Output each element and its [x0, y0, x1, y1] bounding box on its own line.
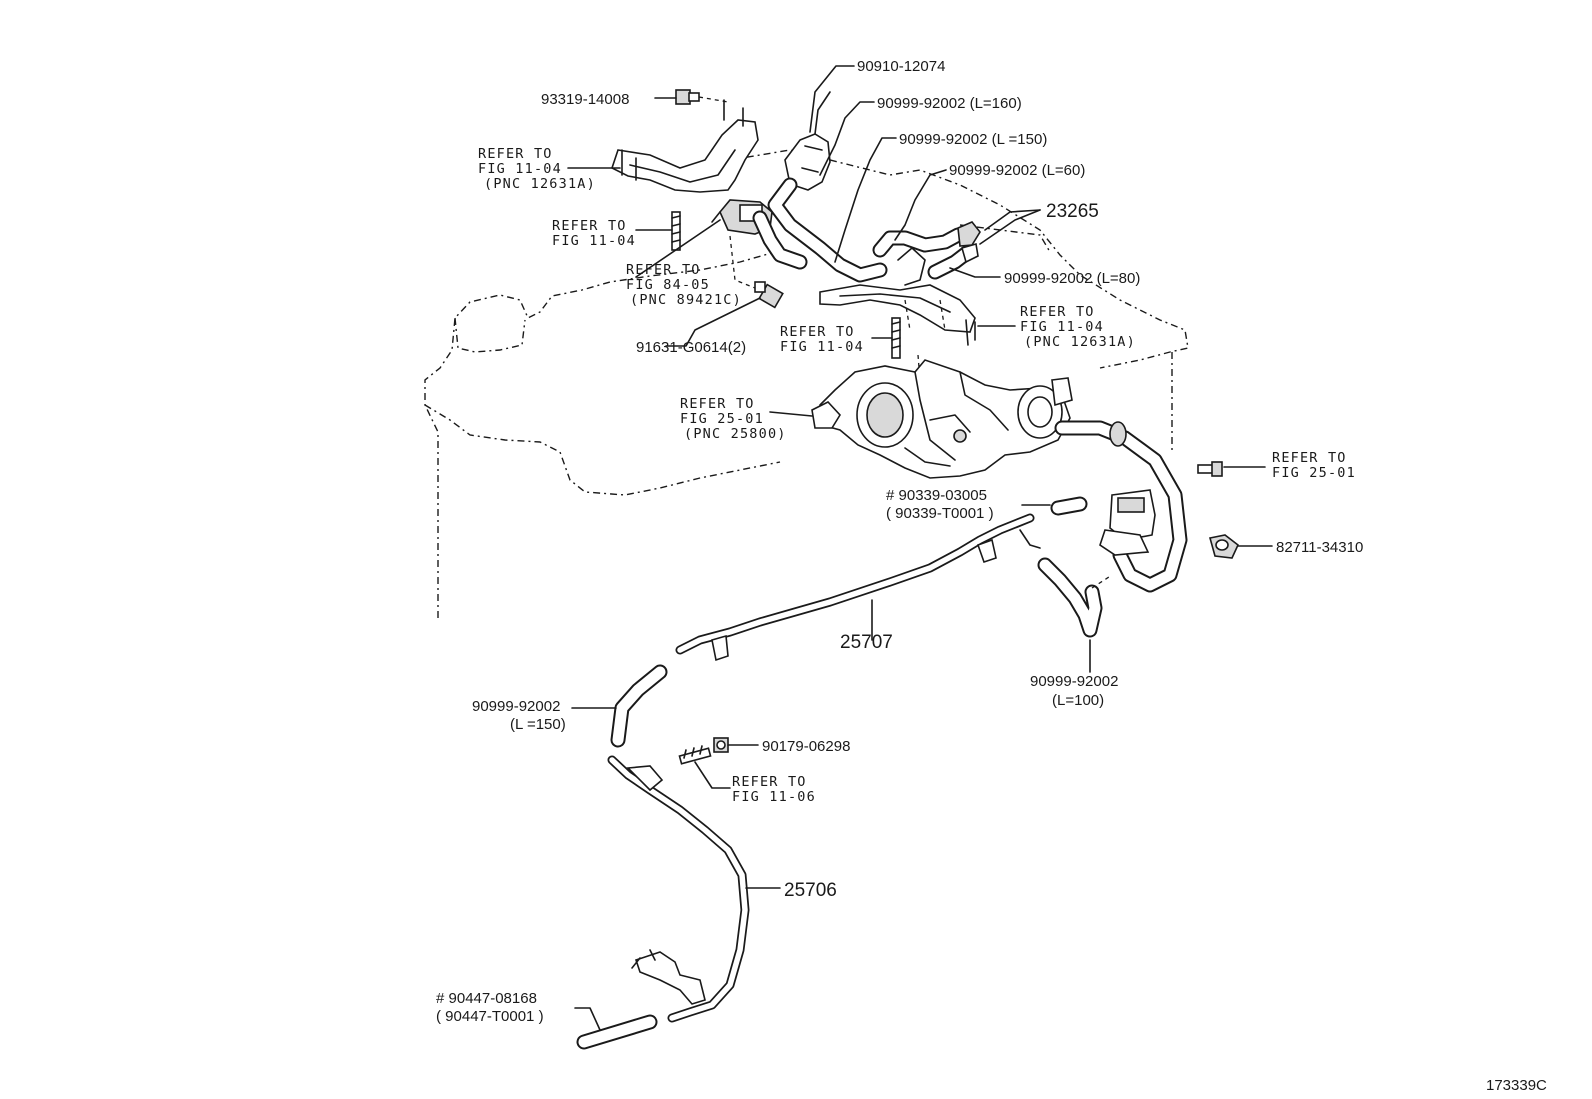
hose-l100[interactable]	[1037, 557, 1103, 638]
label-90447-a[interactable]: # 90447-08168	[436, 990, 537, 1007]
stud-fig-11-04b-icon[interactable]	[891, 317, 901, 359]
bolt-91631-icon[interactable]	[754, 281, 784, 309]
label-hose-l150-lower-b[interactable]: (L =150)	[510, 716, 566, 733]
label-hose-l60[interactable]: 90999-92002 (L=60)	[949, 162, 1085, 179]
upper-bracket-left[interactable]	[611, 99, 759, 193]
label-82711[interactable]: 82711-34310	[1276, 539, 1363, 556]
label-23265[interactable]: 23265	[1046, 201, 1099, 222]
diagram-id: 173339C	[1486, 1077, 1547, 1094]
label-90910[interactable]: 90910-12074	[857, 58, 945, 75]
labels: 93319-14008 90910-12074 90999-92002 (L=1…	[436, 58, 1547, 1094]
clamp-82711-icon[interactable]	[1208, 534, 1239, 559]
vsv-lower[interactable]	[1099, 489, 1156, 556]
label-25706[interactable]: 25706	[784, 880, 837, 901]
pipe-25707[interactable]	[675, 513, 1041, 662]
stud-fig-11-06-icon[interactable]	[678, 745, 712, 765]
nut-90179-icon[interactable]	[713, 737, 729, 753]
refer-fig-11-04-c[interactable]: REFER TO FIG 11-04	[780, 324, 864, 355]
actuator-hose[interactable]	[1054, 420, 1188, 593]
hose-l60[interactable]	[872, 227, 966, 258]
bolt-fig-25-01-icon[interactable]	[1197, 461, 1223, 477]
hose-l150-lower[interactable]	[610, 664, 668, 748]
hose-90447[interactable]	[576, 1014, 658, 1050]
label-hose-l100-a[interactable]: 90999-92002	[1030, 673, 1118, 690]
label-25707[interactable]: 25707	[840, 632, 893, 653]
label-90339-b[interactable]: ( 90339-T0001 )	[886, 505, 994, 522]
label-hose-l80[interactable]: 90999-92002 (L=80)	[1004, 270, 1140, 287]
label-hose-l150-lower-a[interactable]: 90999-92002	[472, 698, 560, 715]
upper-bracket-right[interactable]	[819, 247, 976, 346]
vsv-90910[interactable]	[784, 91, 831, 191]
label-hose-l100-b[interactable]: (L=100)	[1052, 692, 1104, 709]
label-90179[interactable]: 90179-06298	[762, 738, 850, 755]
label-hose-l150-upper[interactable]: 90999-92002 (L =150)	[899, 131, 1047, 148]
label-90447-b[interactable]: ( 90447-T0001 )	[436, 1008, 544, 1025]
refer-fig-84-05[interactable]: REFER TO FIG 84-05 (PNC 89421C)	[626, 262, 742, 308]
bolt-93319-icon[interactable]	[675, 89, 700, 105]
pipe-25706[interactable]	[607, 755, 750, 1023]
hose-l150-upper[interactable]	[767, 177, 888, 283]
refer-fig-25-01-b[interactable]: REFER TO FIG 25-01	[1272, 450, 1356, 481]
hose-l160[interactable]	[752, 210, 808, 270]
refer-fig-11-04-b[interactable]: REFER TO FIG 11-04	[552, 218, 636, 249]
refer-fig-11-04-d[interactable]: REFER TO FIG 11-04 (PNC 12631A)	[1020, 304, 1136, 350]
label-hose-l160[interactable]: 90999-92002 (L=160)	[877, 95, 1022, 112]
fitting-23265-icon[interactable]	[957, 221, 981, 264]
refer-fig-11-06[interactable]: REFER TO FIG 11-06	[732, 774, 816, 805]
refer-fig-25-01-a[interactable]: REFER TO FIG 25-01 (PNC 25800)	[680, 396, 787, 442]
stud-fig-11-04-icon[interactable]	[671, 211, 681, 251]
refer-fig-11-04-a[interactable]: REFER TO FIG 11-04 (PNC 12631A)	[478, 146, 596, 192]
hose-90339[interactable]	[1050, 496, 1088, 516]
label-90339-a[interactable]: # 90339-03005	[886, 487, 987, 504]
turbocharger[interactable]	[811, 359, 1073, 479]
label-91631[interactable]: 91631-G0614(2)	[636, 339, 746, 356]
engine-outline	[424, 149, 1189, 618]
label-93319[interactable]: 93319-14008	[541, 91, 629, 108]
leader-lines	[567, 65, 1273, 1031]
